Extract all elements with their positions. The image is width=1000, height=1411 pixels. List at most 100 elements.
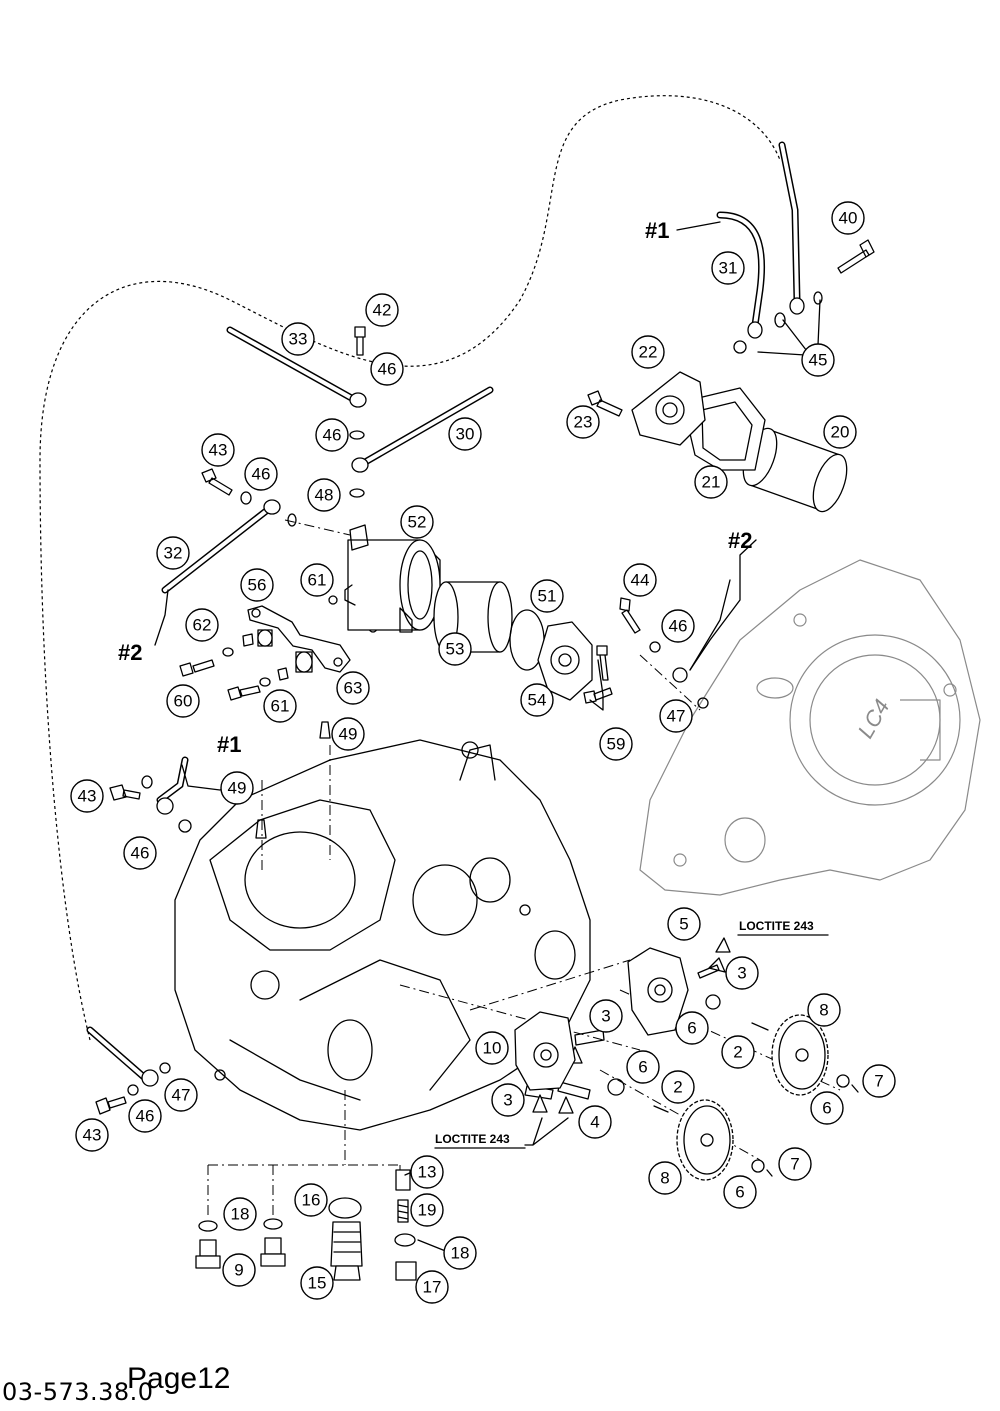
- oil-pump-5: [627, 947, 689, 1036]
- svg-text:46: 46: [131, 844, 150, 863]
- svg-text:3: 3: [737, 964, 746, 983]
- svg-text:17: 17: [423, 1278, 442, 1297]
- svg-text:21: 21: [702, 473, 721, 492]
- svg-text:52: 52: [408, 513, 427, 532]
- callout-3a: 3: [725, 956, 759, 990]
- callout-13: 13: [410, 1155, 444, 1189]
- callout-4: 4: [578, 1105, 612, 1139]
- callout-2b: 2: [661, 1070, 695, 1104]
- svg-text:63: 63: [344, 679, 363, 698]
- callout-16: 16: [294, 1183, 328, 1217]
- svg-text:53: 53: [446, 640, 465, 659]
- bolts: [95, 239, 875, 1115]
- svg-text:8: 8: [660, 1169, 669, 1188]
- callout-15: 15: [300, 1266, 334, 1300]
- callout-20: 20: [823, 415, 857, 449]
- svg-text:43: 43: [78, 787, 97, 806]
- bracket-56: [247, 605, 351, 673]
- ref2-left: #2: [118, 640, 142, 665]
- callout-61b: 61: [263, 689, 297, 723]
- svg-text:20: 20: [831, 423, 850, 442]
- oil-pump-10: [514, 1011, 576, 1091]
- svg-text:42: 42: [373, 301, 392, 320]
- callout-6a: 6: [675, 1011, 709, 1045]
- filter-element-20: [742, 427, 848, 513]
- callout-46f: 46: [128, 1099, 162, 1133]
- callout-17: 17: [415, 1270, 449, 1304]
- svg-text:54: 54: [528, 691, 547, 710]
- loctite-label-bottom: LOCTITE 243: [435, 1132, 510, 1146]
- svg-text:8: 8: [819, 1001, 828, 1020]
- svg-text:46: 46: [378, 360, 397, 379]
- callout-42: 42: [365, 293, 399, 327]
- svg-text:13: 13: [418, 1163, 437, 1182]
- callout-44: 44: [623, 563, 657, 597]
- svg-text:44: 44: [631, 571, 650, 590]
- svg-text:48: 48: [315, 486, 334, 505]
- svg-text:61: 61: [271, 697, 290, 716]
- svg-text:31: 31: [719, 259, 738, 278]
- callout-9: 9: [222, 1253, 256, 1287]
- oil-filter-housing: [344, 524, 441, 633]
- svg-text:46: 46: [669, 617, 688, 636]
- callout-30: 30: [448, 417, 482, 451]
- gear-8-lower: [676, 1099, 734, 1181]
- callout-3c: 3: [491, 1083, 525, 1117]
- callout-23: 23: [566, 405, 600, 439]
- document-number: 03-573.38.0: [2, 1378, 154, 1406]
- svg-text:60: 60: [174, 692, 193, 711]
- callout-60: 60: [166, 684, 200, 718]
- svg-text:18: 18: [231, 1205, 250, 1224]
- svg-text:46: 46: [323, 426, 342, 445]
- pins-washers: [607, 994, 859, 1177]
- svg-text:4: 4: [590, 1113, 599, 1132]
- bypass-parts: [222, 629, 313, 687]
- svg-text:61: 61: [308, 571, 327, 590]
- svg-text:47: 47: [172, 1086, 191, 1105]
- callout-54: 54: [520, 683, 554, 717]
- callout-46e: 46: [123, 836, 157, 870]
- svg-text:16: 16: [302, 1191, 321, 1210]
- svg-text:46: 46: [252, 465, 271, 484]
- callout-22: 22: [631, 335, 665, 369]
- callout-33: 33: [281, 322, 315, 356]
- svg-text:7: 7: [790, 1155, 799, 1174]
- callout-49b: 49: [220, 771, 254, 805]
- ref1-left: #1: [217, 732, 241, 757]
- callout-6c: 6: [626, 1050, 660, 1084]
- callout-46a: 46: [370, 352, 404, 386]
- drain-plugs: [195, 1169, 417, 1281]
- callout-46b: 46: [315, 418, 349, 452]
- svg-text:51: 51: [538, 587, 557, 606]
- axis-line: [399, 959, 841, 1161]
- callout-6d: 6: [723, 1175, 757, 1209]
- svg-text:56: 56: [248, 576, 267, 595]
- svg-text:15: 15: [308, 1274, 327, 1293]
- filter-cover-54: [537, 621, 593, 701]
- fittings: [127, 291, 823, 1096]
- callout-43a: 43: [201, 433, 235, 467]
- svg-text:49: 49: [339, 725, 358, 744]
- svg-text:43: 43: [209, 441, 228, 460]
- page-label: Page12: [127, 1362, 231, 1395]
- callout-2a: 2: [721, 1035, 755, 1069]
- svg-text:6: 6: [822, 1099, 831, 1118]
- svg-text:23: 23: [574, 413, 593, 432]
- svg-text:47: 47: [667, 707, 686, 726]
- svg-text:59: 59: [607, 735, 626, 754]
- callout-6b: 6: [810, 1091, 844, 1125]
- svg-text:22: 22: [639, 343, 658, 362]
- gear-8-upper: [771, 1014, 829, 1096]
- svg-text:40: 40: [839, 209, 858, 228]
- loctite-label-top: LOCTITE 243: [739, 919, 814, 933]
- callout-43c: 43: [75, 1118, 109, 1152]
- callout-43b: 43: [70, 779, 104, 813]
- svg-text:7: 7: [874, 1072, 883, 1091]
- callout-3b: 3: [589, 999, 623, 1033]
- callout-7b: 7: [778, 1147, 812, 1181]
- clutch-cover: [639, 559, 981, 896]
- callout-47a: 47: [659, 699, 693, 733]
- callout-53: 53: [438, 632, 472, 666]
- callout-59: 59: [599, 727, 633, 761]
